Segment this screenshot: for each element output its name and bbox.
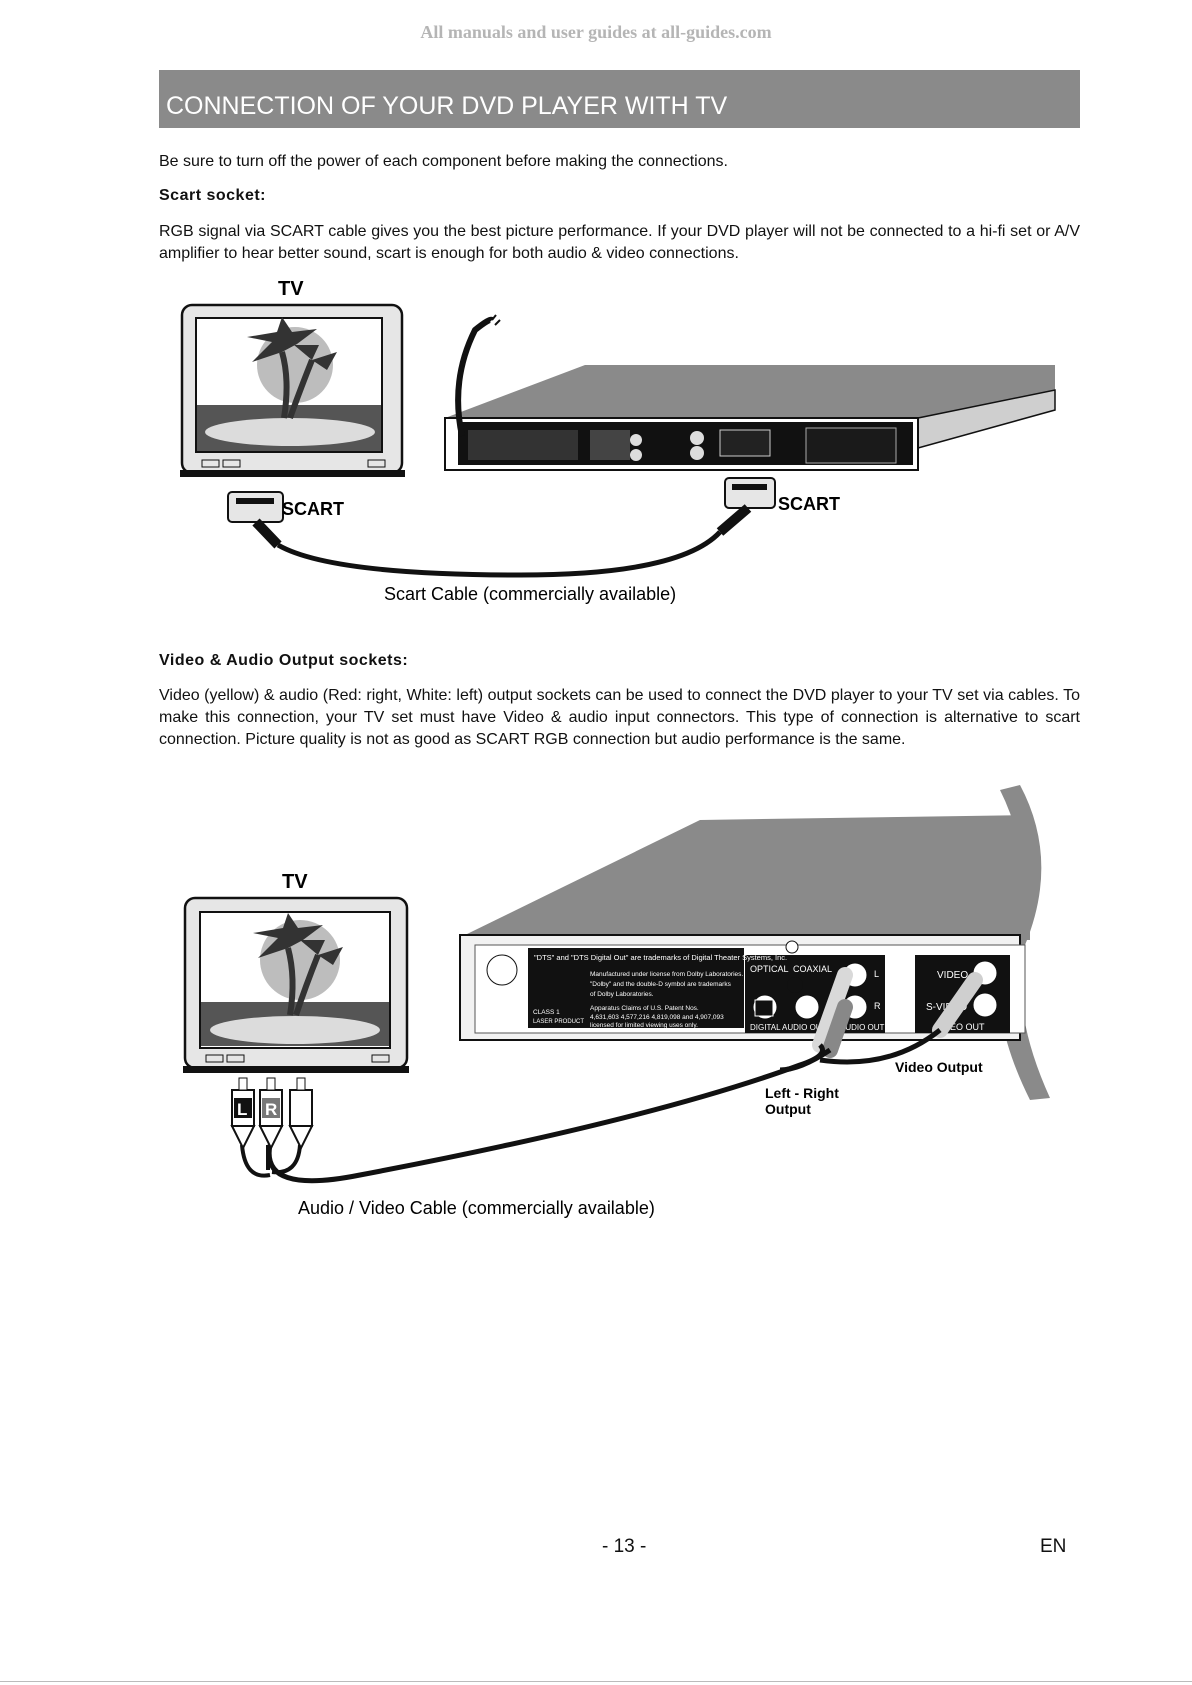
scart-heading: Scart socket: <box>159 187 266 204</box>
av-caption: Audio / Video Cable (commercially availa… <box>298 1198 655 1218</box>
class-2: LASER PRODUCT <box>533 1019 584 1025</box>
watermark: All manuals and user guides at all-guide… <box>420 22 772 42</box>
dolby-notice-3: of Dolby Laboratories. <box>590 991 654 998</box>
intro-text: Be sure to turn off the power of each co… <box>159 153 728 170</box>
av-body: Video (yellow) & audio (Red: right, Whit… <box>159 687 1080 748</box>
dolby-notice-1: Manufactured under license from Dolby La… <box>590 971 743 978</box>
video-label: VIDEO <box>937 970 968 981</box>
tv-illustration <box>180 303 405 477</box>
page-title: CONNECTION OF YOUR DVD PLAYER WITH TV <box>166 92 728 120</box>
scart-cable <box>276 530 722 578</box>
class-1: CLASS 1 <box>533 1009 560 1016</box>
audio-out-label: AUDIO OUT <box>840 1023 885 1032</box>
video-output-label: Video Output <box>895 1059 983 1075</box>
dvd-player-back <box>444 314 1056 471</box>
optical-label: OPTICAL <box>750 964 789 974</box>
scart-plug-right <box>716 477 776 536</box>
lr-output-label-2: Output <box>765 1101 811 1117</box>
patent-3: licensed for limited viewing uses only. <box>590 1022 698 1029</box>
jack-r-label: R <box>874 1001 881 1011</box>
scart-tv-label: TV <box>278 278 304 300</box>
video-out-label: VIDEO OUT <box>935 1022 985 1032</box>
scart-label-right: SCART <box>778 494 840 514</box>
page-number: - 13 - <box>602 1536 647 1557</box>
dolby-notice-2: "Dolby" and the double-D symbol are trad… <box>590 981 732 988</box>
plug-l-label: L <box>237 1100 247 1119</box>
coaxial-label: COAXIAL <box>793 964 832 974</box>
av-heading: Video & Audio Output sockets: <box>159 652 409 669</box>
patent-1: Apparatus Claims of U.S. Patent Nos. <box>590 1005 699 1012</box>
plug-r-label: R <box>265 1100 277 1119</box>
scart-plug-left <box>227 491 284 549</box>
tv-illustration-2 <box>183 896 409 1073</box>
scart-label-left: SCART <box>282 499 344 519</box>
rca-plugs <box>230 1077 314 1151</box>
scart-body: RGB signal via SCART cable gives you the… <box>159 223 1080 262</box>
dts-notice: "DTS" and "DTS Digital Out" are trademar… <box>534 953 787 962</box>
av-tv-label: TV <box>282 871 308 893</box>
scart-diagram: TV SCART SCART Scart Cable (commercially… <box>180 278 1056 604</box>
dvd-player-back-2 <box>459 785 1050 1100</box>
title-banner <box>159 70 1080 128</box>
language-code: EN <box>1040 1536 1067 1557</box>
lr-output-label-1: Left - Right <box>765 1085 839 1101</box>
patent-2: 4,631,603 4,577,216 4,819,098 and 4,907,… <box>590 1014 724 1021</box>
page-bottom-rule <box>0 1681 1192 1682</box>
jack-l-label: L <box>874 969 879 979</box>
scart-caption: Scart Cable (commercially available) <box>384 584 676 604</box>
digital-audio-out-label: DIGITAL AUDIO OUT <box>750 1023 827 1032</box>
av-diagram: "DTS" and "DTS Digital Out" are trademar… <box>183 785 1050 1218</box>
